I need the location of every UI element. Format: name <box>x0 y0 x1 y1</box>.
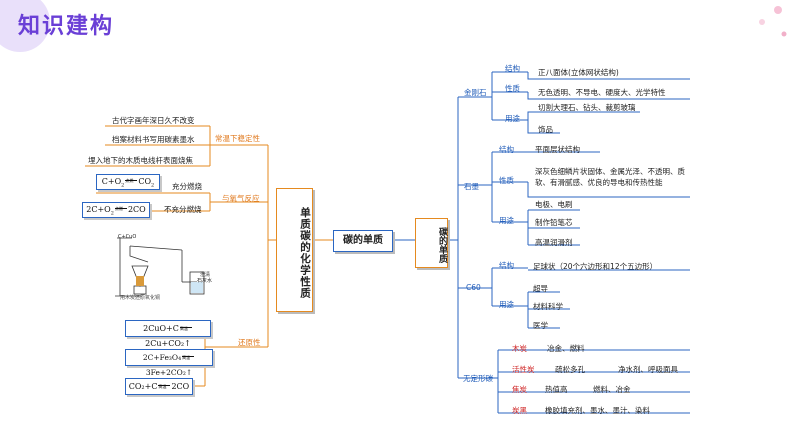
eq1-cond: 点燃 <box>125 178 134 183</box>
main-topic-text: 碳的单质 <box>343 235 383 246</box>
carbon-element-text: 碳的单质 <box>437 227 447 263</box>
main-topic-box: 碳的单质 <box>333 230 393 252</box>
diamond-structure-key: 结构 <box>505 64 520 73</box>
c60-use-1: 超导 <box>533 284 548 293</box>
amorphous-label: 无定形碳 <box>463 374 493 383</box>
carbon-black-value: 橡胶填充剂、墨水、墨汁、染料 <box>545 406 650 415</box>
apparatus-caption: 用木炭还原氧化铜 <box>120 295 161 301</box>
graphite-use-2: 制作铅笔芯 <box>535 218 573 227</box>
stable-item-1: 古代字画年深日久不改变 <box>112 116 195 125</box>
eq1-rsub: 2 <box>151 182 155 189</box>
reduce-eq2-cond: 高温 <box>182 355 191 360</box>
activated-carbon-value-2: 净水剂、呼吸面具 <box>618 365 678 374</box>
eq2-rhs: 2CO <box>127 205 146 214</box>
eq2-sub: 2 <box>110 210 114 217</box>
carbon-black-key: 炭黑 <box>512 406 527 415</box>
diamond-use-value-1: 切割大理石、钻头、裁剪玻璃 <box>538 103 636 112</box>
graphite-property-value-1: 深灰色细鳞片状固体、金属光泽、不透明、质 <box>535 167 685 176</box>
reduce-eq1-rhs: 2Cu+CO₂↑ <box>145 339 191 348</box>
reduce-eq2-rhs: 3Fe+2CO₂↑ <box>145 368 193 377</box>
graphite-property-key: 性质 <box>499 176 514 185</box>
corner-decoration <box>759 6 787 37</box>
c60-structure-key: 结构 <box>499 261 514 270</box>
eq2-lhs: 2C+O <box>86 205 111 214</box>
graphite-use-key: 用途 <box>499 216 514 225</box>
stable-label: 常温下稳定性 <box>215 134 260 143</box>
c60-use-3: 医学 <box>533 321 548 330</box>
reduce-eq3-rhs: 2CO <box>171 382 190 391</box>
eq1-lhs: C+O <box>101 177 122 186</box>
apparatus-label-top: C+CuO <box>118 234 137 240</box>
eq1-sub: 2 <box>121 182 125 189</box>
coke-value-2: 燃料、冶金 <box>593 385 631 394</box>
reduce-eq3-cond: 高温 <box>158 384 167 389</box>
eq2-cond: 点燃 <box>114 206 123 211</box>
diamond-use-value-2: 饰品 <box>538 125 553 134</box>
apparatus-label-right2: 石灰水 <box>197 278 213 284</box>
reduce-eq3-lhs: CO₂+C <box>128 382 158 391</box>
page-title: 知识建构 <box>18 14 115 39</box>
c60-use-2: 材料科学 <box>533 302 563 311</box>
oxygen-note-2: 不充分燃烧 <box>164 205 202 214</box>
chemical-property-text: 单质碳的化学性质 <box>299 206 311 299</box>
reduce-label: 还原性 <box>238 338 261 347</box>
graphite-label: 石墨 <box>464 182 479 191</box>
charcoal-key: 木炭 <box>512 344 527 353</box>
graphite-structure-key: 结构 <box>499 145 514 154</box>
charcoal-value: 冶金、燃料 <box>547 344 585 353</box>
c60-use-key: 用途 <box>499 300 514 309</box>
stable-item-2: 档案材料书写用碳素墨水 <box>112 135 195 144</box>
diamond-structure-value: 正八面体(立体网状结构) <box>538 68 619 77</box>
graphite-structure-value: 平面层状结构 <box>535 145 580 154</box>
c60-structure-value: 足球状（20个六边形和12个五边形） <box>533 262 658 271</box>
reduce-eq1-lhs: 2CuO+C <box>143 324 179 333</box>
reduce-eq2-lhs: 2C+Fe₃O₄ <box>142 353 182 362</box>
carbon-element-box: 碳的单质 <box>415 218 448 268</box>
c60-label: C60 <box>466 283 481 292</box>
graphite-use-1: 电极、电刷 <box>535 200 573 209</box>
reduction-apparatus-image <box>115 237 205 297</box>
apparatus-label-right1: 澄清 <box>200 272 211 278</box>
graphite-use-3: 高温润滑剂 <box>535 238 573 247</box>
stable-item-3: 埋入地下的木质电线杆表面烧焦 <box>88 156 193 165</box>
diamond-label: 金刚石 <box>464 88 487 97</box>
diamond-property-value: 无色透明、不导电、硬度大、光学特性 <box>538 88 666 97</box>
diamond-use-key: 用途 <box>505 114 520 123</box>
activated-carbon-value-1: 疏松多孔 <box>555 365 585 374</box>
chemical-property-box: 单质碳的化学性质 <box>276 188 313 312</box>
eq1-rhs: CO <box>138 177 152 186</box>
diamond-property-key: 性质 <box>505 84 520 93</box>
oxygen-label: 与氧气反应 <box>222 194 260 203</box>
graphite-property-value-2: 软、有滑腻感、优良的导电和传热性能 <box>535 178 663 187</box>
reduce-eq1-cond: 高温 <box>179 326 188 331</box>
oxygen-note-1: 充分燃烧 <box>172 182 202 191</box>
activated-carbon-key: 活性炭 <box>512 365 535 374</box>
coke-key: 焦炭 <box>512 385 527 394</box>
coke-value-1: 热值高 <box>545 385 568 394</box>
